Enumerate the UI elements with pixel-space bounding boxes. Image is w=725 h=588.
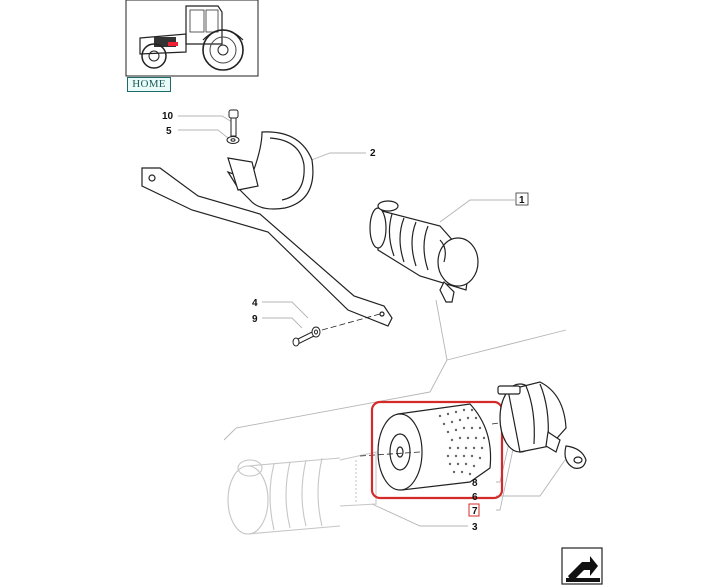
callout-labels: 10 5 2 1 4 9 8 6 7 3 <box>162 111 529 533</box>
callout-3[interactable]: 3 <box>472 522 478 533</box>
end-cover-part-6 <box>497 381 587 469</box>
filter-axis-line <box>359 451 421 457</box>
callout-1-box <box>515 192 529 206</box>
callout-6[interactable]: 6 <box>472 492 478 503</box>
callout-9[interactable]: 9 <box>252 314 258 325</box>
screw-part-9 <box>292 331 315 347</box>
washer-part-4 <box>311 326 321 338</box>
bolt-part-10 <box>228 109 239 137</box>
callout-10[interactable]: 10 <box>162 111 174 122</box>
air-filter-assembly-part-1 <box>369 200 479 303</box>
filter-cartridge-part-7 <box>377 403 492 491</box>
assembly-axis-line <box>321 313 381 331</box>
callout-4[interactable]: 4 <box>252 298 258 309</box>
ghost-housing <box>227 451 377 535</box>
leader-lines <box>178 115 567 527</box>
clamp-band-part-2 <box>226 131 314 210</box>
next-page-arrow-icon[interactable] <box>561 547 603 585</box>
callout-1[interactable]: 1 <box>519 195 525 206</box>
tractor-thumbnail[interactable] <box>125 0 259 77</box>
washer-part-5 <box>226 136 240 144</box>
callout-7[interactable]: 7 <box>472 506 478 517</box>
selected-part-highlight <box>370 400 504 500</box>
callout-8[interactable]: 8 <box>472 478 478 489</box>
callout-2[interactable]: 2 <box>370 148 376 159</box>
filter-perforations <box>438 408 486 476</box>
mounting-bracket <box>141 167 393 327</box>
callout-7-box <box>468 503 480 517</box>
home-button[interactable]: HOME <box>127 77 171 92</box>
callout-5[interactable]: 5 <box>166 126 172 137</box>
